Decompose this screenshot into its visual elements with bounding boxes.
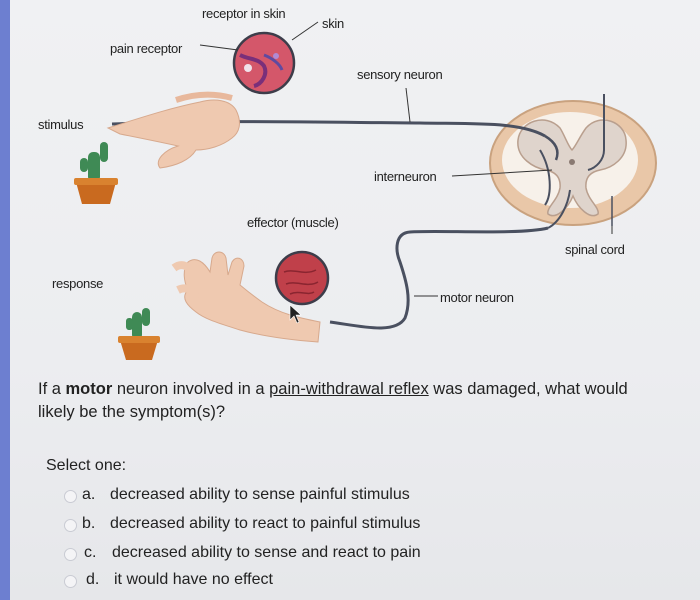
question-part-2: neuron involved in a [112, 380, 270, 398]
label-response: response [52, 276, 104, 291]
question-text: If a motor neuron involved in a pain-wit… [38, 378, 658, 424]
window-edge-strip [0, 0, 10, 600]
mouse-cursor-icon [289, 304, 302, 324]
option-b-letter: b. [82, 515, 96, 532]
muscle-effector-illustration [274, 250, 330, 306]
motor-neuron-fiber [329, 226, 549, 330]
radio-option-d[interactable] [64, 575, 77, 588]
radio-option-c[interactable] [64, 548, 77, 561]
option-b-text: decreased ability to react to painful st… [110, 515, 421, 532]
skin-receptor-illustration [232, 31, 296, 95]
select-one-label: Select one: [46, 457, 127, 474]
label-spinal-cord: spinal cord [565, 242, 625, 257]
label-skin: skin [322, 16, 344, 31]
option-d-letter: d. [86, 571, 100, 588]
response-hand-illustration [171, 251, 321, 343]
cactus-pot-bottom-illustration [118, 308, 160, 360]
question-bold-word: motor [65, 380, 113, 398]
option-a-text: decreased ability to sense painful stimu… [110, 486, 410, 503]
label-sensory-neuron: sensory neuron [357, 67, 443, 82]
option-a-letter: a. [82, 486, 96, 503]
question-part-3: was damaged, what would likely be the sy… [38, 380, 628, 421]
question-part-1: If a [38, 380, 66, 398]
reflex-arc-diagram [74, 21, 657, 360]
label-motor-neuron: motor neuron [440, 290, 514, 305]
option-c-text: decreased ability to sense and react to … [112, 544, 421, 561]
option-d-text: it would have no effect [114, 571, 273, 588]
label-stimulus: stimulus [38, 117, 84, 132]
spinal-cord-illustration [489, 100, 657, 226]
label-pain-receptor: pain receptor [110, 41, 182, 56]
stimulus-hand-illustration [106, 91, 240, 169]
radio-option-b[interactable] [64, 519, 77, 532]
radio-option-a[interactable] [64, 490, 77, 503]
label-effector-muscle: effector (muscle) [247, 215, 339, 230]
label-receptor-in-skin: receptor in skin [202, 6, 286, 21]
cactus-pot-top-illustration [74, 142, 118, 204]
question-underlined-term: pain-withdrawal reflex [269, 380, 429, 398]
option-c-letter: c. [84, 544, 97, 561]
label-interneuron: interneuron [374, 169, 437, 184]
